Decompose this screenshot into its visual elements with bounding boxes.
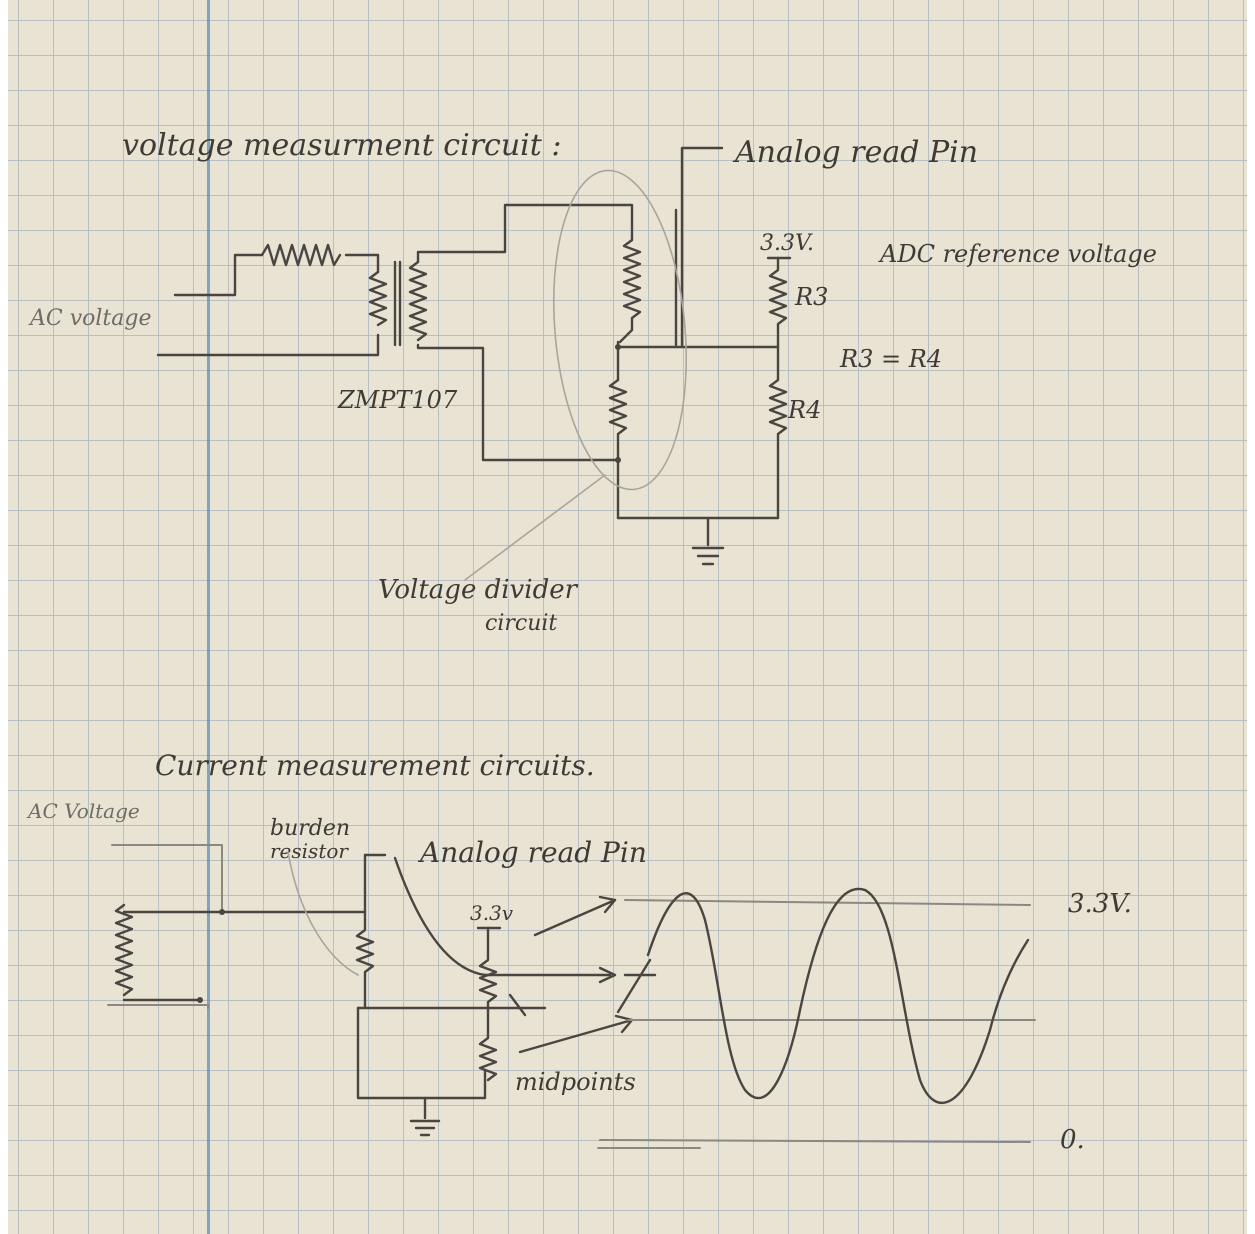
- right-border: [1247, 0, 1255, 1234]
- current-analog-pin-label: Analog read Pin: [417, 836, 647, 869]
- voltage-analog-pin-label: Analog read Pin: [732, 135, 978, 170]
- current-section-title: Current measurement circuits.: [155, 749, 595, 782]
- burden-resistor-circuit: [355, 853, 547, 1137]
- divider-label-line2: circuit: [485, 611, 557, 636]
- waveform-zero-label: 0.: [1060, 1125, 1085, 1155]
- bias-voltage-label: 3.3v: [470, 901, 514, 925]
- divider-label-line1: Voltage divider: [378, 575, 579, 605]
- midpoints-label: midpoints: [515, 1068, 636, 1096]
- left-border: [0, 0, 8, 1234]
- margin-line: [207, 0, 210, 1234]
- voltage-midpoint-bus: [616, 146, 780, 349]
- reference-branch: [616, 256, 792, 566]
- divider-annotation: [464, 169, 688, 581]
- sine-waveform: [597, 887, 1036, 1149]
- r3-label: R3: [794, 283, 828, 311]
- current-transformer: [107, 844, 367, 1009]
- current-ac-label: AC Voltage: [26, 799, 140, 823]
- burden-leader: [287, 851, 359, 976]
- r4-label: R4: [787, 396, 821, 424]
- voltage-ac-label: AC voltage: [28, 306, 151, 331]
- bias-divider: [393, 856, 617, 1082]
- resistor-equality-label: R3 = R4: [839, 345, 942, 373]
- waveform-max-label: 3.3V.: [1068, 889, 1132, 919]
- voltage-section-title: voltage measurment circuit :: [122, 128, 561, 163]
- voltage-input-wires: [156, 243, 380, 357]
- reference-voltage-label: 3.3V.: [760, 231, 814, 256]
- transformer-label: ZMPT107: [337, 386, 458, 414]
- adc-reference-label: ADC reference voltage: [878, 240, 1157, 268]
- voltage-divider-resistors: [608, 238, 642, 520]
- burden-label-line1: burden: [270, 816, 350, 841]
- burden-label-line2: resistor: [270, 839, 349, 863]
- transformer-zmpt107: [368, 203, 634, 462]
